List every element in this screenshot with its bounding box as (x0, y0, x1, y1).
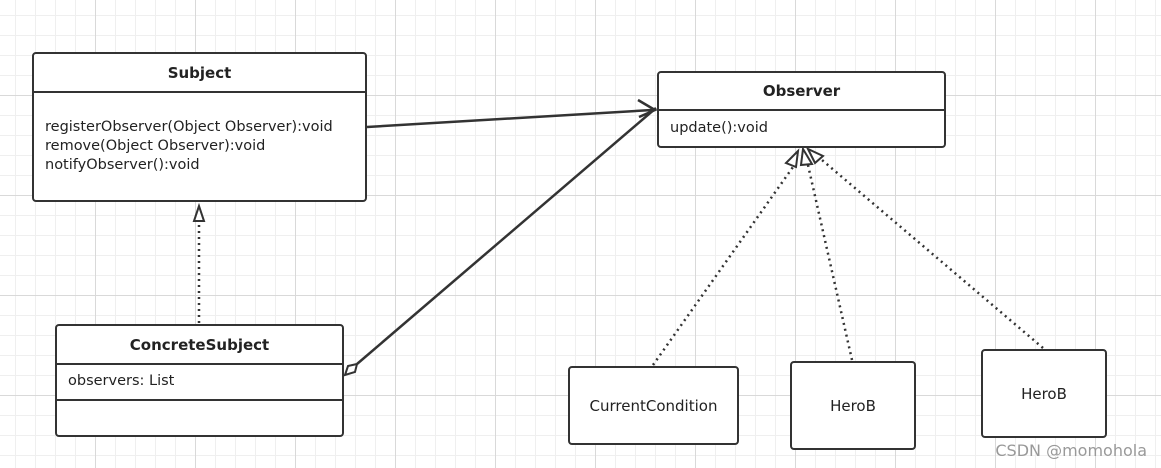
association-arrowhead (637, 98, 658, 119)
attribute: observers: List (68, 373, 175, 389)
watermark: CSDN @momohola (995, 441, 1147, 460)
class-name: ConcreteSubject (57, 326, 342, 365)
realization-line-herob-2 (821, 159, 1044, 349)
method: notifyObserver():void (45, 157, 200, 173)
aggregation-diamond (343, 362, 359, 377)
realization-line-current (651, 166, 795, 366)
method: registerObserver(Object Observer):void (45, 119, 333, 135)
class-name: Subject (34, 54, 365, 93)
class-name: HeroB (1021, 384, 1067, 403)
subject-class[interactable]: Subject registerObserver(Object Observer… (32, 52, 367, 202)
methods-section: registerObserver(Object Observer):void r… (34, 93, 365, 175)
concrete-subject-class[interactable]: ConcreteSubject observers: List (55, 324, 344, 437)
methods-section: update():void (659, 111, 944, 138)
method: remove(Object Observer):void (45, 138, 266, 154)
herob-class-2[interactable]: HeroB (981, 349, 1107, 438)
realization-arrowhead-herob-2 (805, 146, 825, 165)
realization-arrowhead-subject (192, 202, 206, 222)
herob-class-1[interactable]: HeroB (790, 361, 916, 450)
association-line (366, 108, 653, 129)
class-name: Observer (659, 73, 944, 111)
class-name: CurrentCondition (589, 396, 718, 415)
attributes-section: observers: List (57, 365, 342, 401)
class-name: HeroB (830, 396, 876, 415)
observer-class[interactable]: Observer update():void (657, 71, 946, 148)
method: update():void (670, 120, 768, 136)
realization-line-herob-1 (806, 164, 854, 361)
realization-arrowhead-herob-1 (799, 146, 814, 167)
current-condition-class[interactable]: CurrentCondition (568, 366, 739, 445)
realization-arrowhead-current (784, 148, 800, 169)
aggregation-line (356, 107, 657, 365)
